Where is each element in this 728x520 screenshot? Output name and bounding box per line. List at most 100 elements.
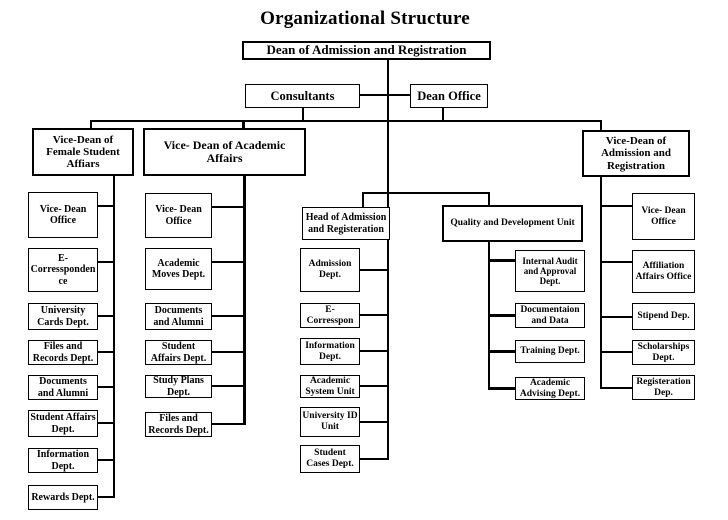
connector-line (302, 107, 304, 122)
org-box-c1-ecorr-label: E-Corresspondence (30, 253, 96, 287)
org-box-c2-student-label: Student Affairs Dept. (150, 341, 207, 364)
connector-line (600, 387, 634, 389)
connector-line (243, 176, 246, 425)
org-box-m-admission-label: Admission Dept. (308, 259, 352, 280)
org-box-m-acad-sys: Academic System Unit (300, 375, 360, 398)
connector-line (90, 120, 602, 122)
org-box-m-cases: Student Cases Dept. (300, 445, 360, 473)
org-box-c2-docs-label: Documents and Alumni (153, 305, 204, 328)
org-box-q-internal-label: Internal Audit and Approval Dept. (522, 255, 578, 287)
org-box-c1-univ-cards-label: University Cards Dept. (37, 305, 89, 328)
connector-line (210, 315, 245, 317)
connector-line (488, 314, 517, 317)
connector-line (600, 351, 634, 353)
org-box-r-vd-office: Vice- Dean Office (632, 193, 695, 240)
org-box-m-info: Information Dept. (300, 338, 360, 365)
org-box-m-ecorr: E-Corresspon (300, 303, 360, 328)
org-box-dean-label: Dean of Admission and Registration (266, 42, 467, 58)
org-box-vd-admission: Vice-Dean of Admission and Registration (582, 130, 690, 177)
connector-line (96, 422, 115, 424)
connector-line (387, 60, 389, 459)
connector-line (488, 387, 517, 390)
connector-line (96, 205, 115, 207)
connector-line (96, 261, 115, 263)
org-box-quality: Quality and Development Unit (442, 205, 583, 242)
org-box-q-advising: Academic Advising Dept. (515, 377, 585, 400)
connector-line (358, 350, 389, 352)
org-box-quality-label: Quality and Development Unit (450, 218, 575, 229)
org-box-q-advising-label: Academic Advising Dept. (519, 377, 581, 399)
diagram-title: Organizational Structure (260, 8, 470, 29)
connector-line (96, 351, 115, 353)
connector-line (488, 259, 517, 262)
connector-line (96, 459, 115, 461)
org-box-r-stipend: Stipend Dep. (632, 303, 695, 330)
org-box-c1-rewards-label: Rewards Dept. (31, 491, 95, 503)
org-box-q-training-label: Training Dept. (520, 346, 580, 357)
connector-line (600, 316, 634, 318)
org-box-r-regist: Registeration Dep. (632, 375, 695, 400)
org-box-q-training: Training Dept. (515, 340, 585, 363)
org-box-q-doc-label: Documentaion and Data (520, 304, 580, 326)
org-box-r-regist-label: Registeration Dep. (636, 376, 691, 398)
org-box-dean: Dean of Admission and Registration (242, 41, 491, 60)
org-box-head-adm: Head of Admission and Registeration (302, 207, 390, 240)
org-box-c1-info-label: Information Dept. (36, 449, 90, 472)
connector-line (488, 192, 490, 206)
connector-line (362, 192, 490, 194)
org-box-r-scholar: Scholarships Dept. (632, 340, 695, 365)
org-box-c2-docs: Documents and Alumni (145, 303, 212, 330)
org-box-vd-academic: Vice- Dean of Academic Affairs (143, 128, 306, 176)
connector-line (242, 120, 245, 129)
connector-line (358, 385, 389, 387)
org-box-c2-files-label: Files and Records Dept. (148, 413, 209, 436)
org-box-c1-docs-label: Documents and Alumni (37, 376, 89, 399)
org-box-consultants-label: Consultants (270, 89, 335, 103)
org-box-m-cases-label: Student Cases Dept. (306, 448, 354, 469)
connector-line (90, 120, 92, 129)
connector-line (210, 351, 245, 353)
org-box-c2-vd-office-label: Vice- Dean Office (155, 204, 202, 227)
connector-line (210, 423, 245, 425)
org-box-m-admission: Admission Dept. (300, 248, 360, 292)
org-box-c1-ecorr: E-Corresspondence (28, 248, 98, 292)
connector-line (362, 192, 364, 208)
org-box-c1-info: Information Dept. (28, 448, 98, 473)
org-box-r-scholar-label: Scholarships Dept. (637, 341, 690, 363)
org-box-dean-office: Dean Office (410, 84, 488, 108)
org-box-c1-student-label: Student Affairs Dept. (30, 412, 96, 435)
connector-line (358, 314, 389, 316)
org-box-r-stipend-label: Stipend Dep. (637, 311, 690, 322)
org-box-m-acad-sys-label: Academic System Unit (305, 375, 355, 397)
org-box-c1-docs: Documents and Alumni (28, 375, 98, 400)
connector-line (96, 496, 115, 498)
connector-line (210, 261, 245, 263)
connector-line (488, 350, 517, 353)
connector-line (358, 458, 389, 460)
org-box-c1-student: Student Affairs Dept. (28, 410, 98, 437)
org-box-c2-acad-moves-label: Academic Moves Dept. (151, 257, 206, 280)
org-box-c2-acad-moves: Academic Moves Dept. (145, 248, 212, 290)
org-box-c1-files: Files and Records Dept. (28, 340, 98, 365)
connector-line (600, 120, 602, 131)
org-box-m-univ-id-label: University ID Unit (302, 411, 358, 432)
connector-line (358, 269, 389, 271)
org-box-c1-rewards: Rewards Dept. (28, 485, 98, 510)
org-box-vd-academic-label: Vice- Dean of Academic Affairs (163, 137, 286, 165)
org-box-consultants: Consultants (245, 84, 360, 108)
org-box-c2-files: Files and Records Dept. (145, 412, 212, 437)
org-box-c2-student: Student Affairs Dept. (145, 340, 212, 365)
connector-line (358, 421, 389, 423)
connector-line (600, 177, 602, 389)
org-box-r-vd-office-label: Vice- Dean Office (641, 205, 686, 227)
org-box-m-ecorr-label: E-Corresspon (306, 304, 354, 326)
org-box-r-affiliation-label: Affiliation Affairs Office (635, 260, 692, 282)
org-box-c1-vd-office: Vice- Dean Office (28, 192, 98, 238)
org-box-c2-study: Study Plans Dept. (145, 375, 212, 398)
org-box-c2-study-label: Study Plans Dept. (153, 375, 204, 398)
org-box-r-affiliation: Affiliation Affairs Office (632, 250, 695, 293)
connector-line (210, 385, 245, 387)
org-box-m-univ-id: University ID Unit (300, 407, 360, 437)
connector-line (113, 176, 115, 498)
